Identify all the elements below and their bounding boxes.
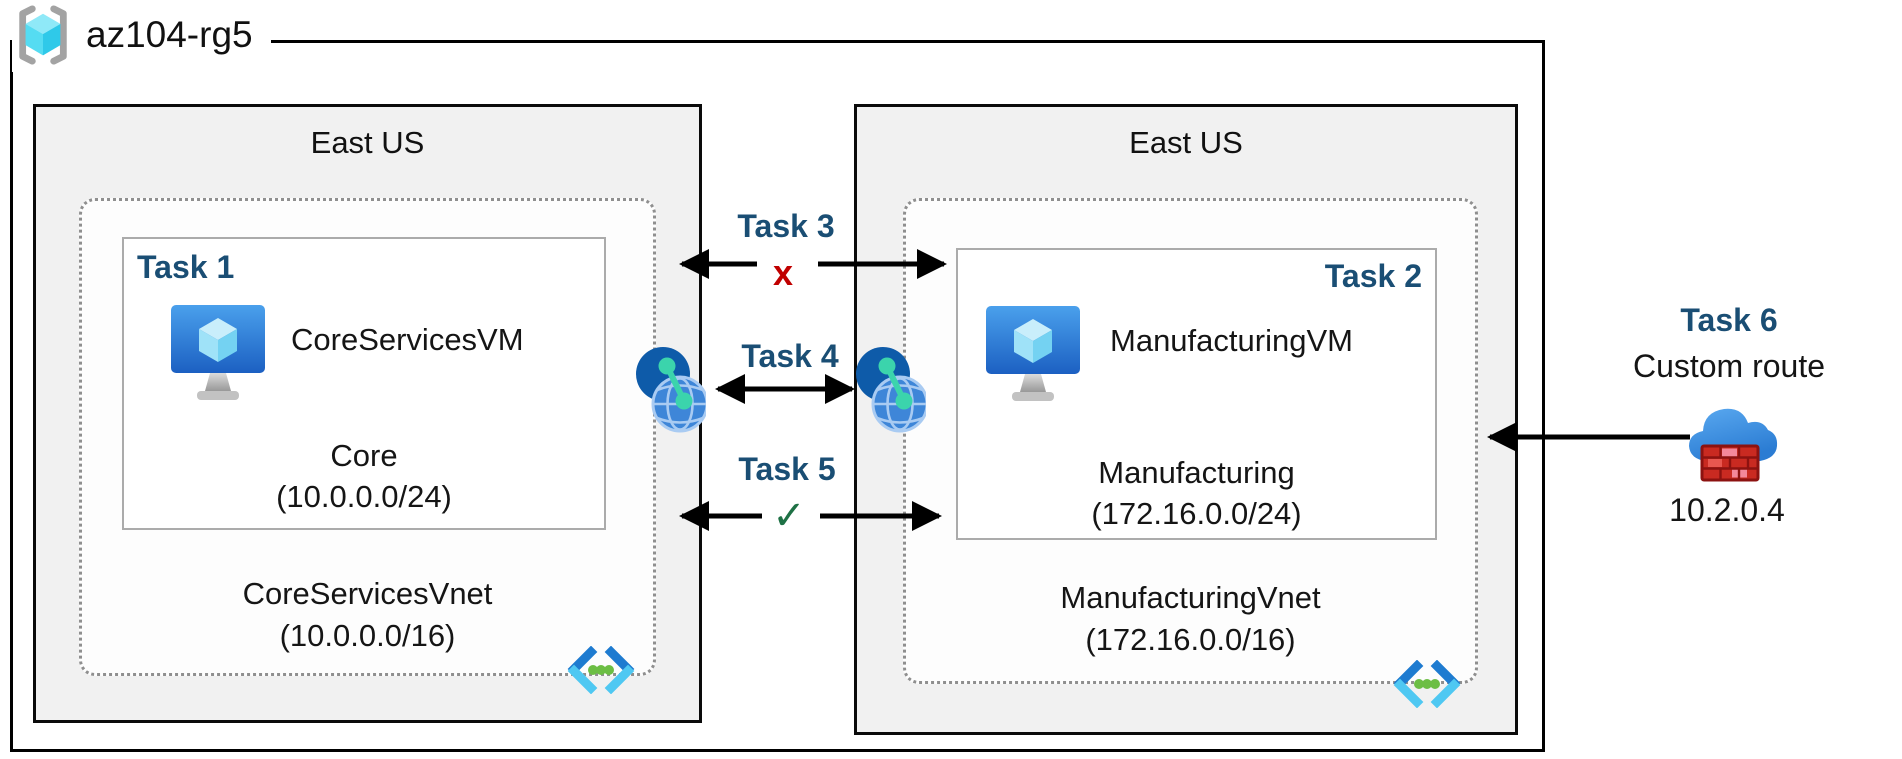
vnet-caption-left: CoreServicesVnet (10.0.0.0/16) — [82, 573, 653, 657]
task5-label: Task 5 — [738, 451, 836, 487]
network-peering-icon-left — [636, 343, 709, 440]
task2-label: Task 2 — [1324, 258, 1422, 294]
task5-allowed-check: ✓ — [772, 494, 806, 538]
subnet-name-left: Core — [330, 438, 398, 473]
vm-row-right: ManufacturingVM — [984, 304, 1353, 404]
subnet-cidr-right: (172.16.0.0/24) — [1091, 496, 1302, 531]
vnet-name-right: ManufacturingVnet — [1060, 580, 1321, 615]
virtual-network-icon-left — [567, 645, 635, 699]
vm-row-left: CoreServicesVM — [169, 303, 524, 403]
resource-group-box — [10, 40, 1545, 752]
task4-label: Task 4 — [741, 338, 839, 374]
task6-ip-address: 10.2.0.4 — [1669, 492, 1785, 528]
network-peering-icon-right — [856, 343, 929, 440]
subnet-name-right: Manufacturing — [1098, 455, 1295, 490]
resource-group-name: az104-rg5 — [86, 14, 253, 55]
cloud-firewall-icon — [1684, 397, 1780, 490]
task3-blocked-x: x — [772, 252, 794, 293]
vnet-cidr-right: (172.16.0.0/16) — [1085, 622, 1296, 657]
vnet-caption-right: ManufacturingVnet (172.16.0.0/16) — [906, 577, 1475, 661]
virtual-machine-icon — [171, 305, 265, 400]
vnet-box-coreservices: Task 1 — [79, 198, 656, 695]
subnet-cidr-left: (10.0.0.0/24) — [276, 479, 452, 514]
firewall-bricks — [1700, 444, 1760, 482]
region-box-left: East US Task 1 — [33, 104, 702, 723]
task3-label: Task 3 — [737, 208, 835, 244]
subnet-caption-right: Manufacturing (172.16.0.0/24) — [958, 452, 1435, 534]
vnet-box-manufacturing: Task 2 ManufacturingVM Manufacturing (17… — [903, 198, 1478, 709]
vm-name-left: CoreServicesVM — [291, 322, 524, 357]
vnet-name-left: CoreServicesVnet — [242, 576, 493, 611]
subnet-caption-left: Core (10.0.0.0/24) — [124, 435, 604, 517]
virtual-machine-icon — [986, 306, 1080, 401]
virtual-network-icon-right — [1393, 659, 1461, 713]
subnet-box-manufacturing: Task 2 ManufacturingVM Manufacturing (17… — [956, 248, 1437, 540]
resource-group-label: az104-rg5 — [12, 0, 271, 72]
vm-name-right: ManufacturingVM — [1110, 323, 1353, 358]
region-box-right: East US Task 2 ManufacturingVM Ma — [854, 104, 1518, 735]
task6-label: Task 6 — [1680, 302, 1778, 338]
region-title-left: East US — [310, 125, 425, 160]
vnet-cidr-left: (10.0.0.0/16) — [279, 618, 456, 653]
region-title-right: East US — [1129, 125, 1243, 160]
task6-description: Custom route — [1632, 348, 1826, 384]
subnet-box-core: Task 1 — [122, 237, 606, 530]
resource-group-icon — [19, 5, 67, 65]
task1-label: Task 1 — [137, 249, 235, 285]
